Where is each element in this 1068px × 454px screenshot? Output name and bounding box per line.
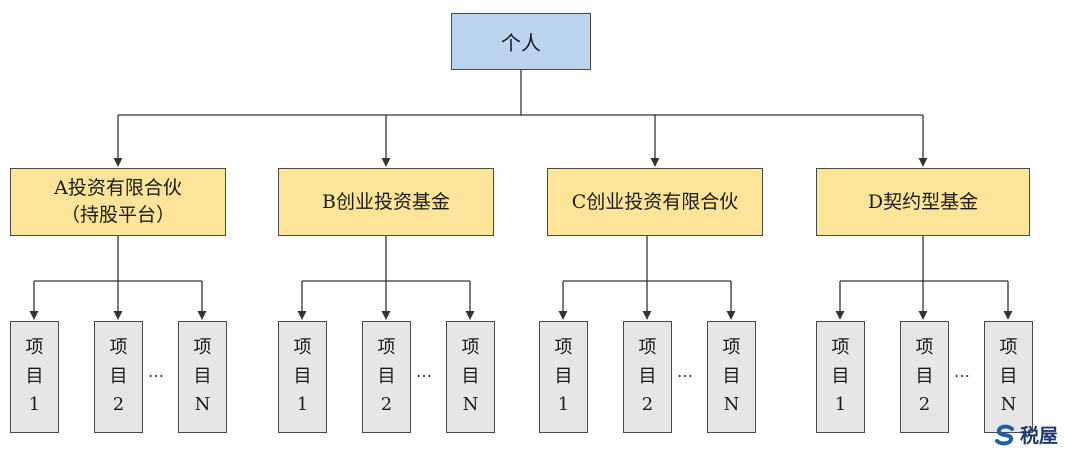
fund-a-note: （持股平台） [60, 204, 175, 226]
project-label-2: 目 [915, 365, 934, 387]
project-node: 项目 1 [816, 321, 865, 433]
project-label-1: 项 [193, 336, 212, 358]
fund-node-d: D契约型基金 [816, 168, 1030, 236]
project-label-1: 项 [722, 336, 741, 358]
project-label-1: 项 [25, 336, 44, 358]
project-id: 1 [557, 394, 570, 416]
project-label-1: 项 [831, 336, 850, 358]
project-label-1: 项 [638, 336, 657, 358]
project-id: 1 [834, 394, 847, 416]
project-label-2: 目 [999, 365, 1018, 387]
project-label-2: 目 [377, 365, 396, 387]
project-node: 项目 2 [94, 321, 143, 433]
project-label-1: 项 [461, 336, 480, 358]
project-label-1: 项 [109, 336, 128, 358]
root-label: 个人 [501, 31, 541, 55]
project-node: 项目 1 [539, 321, 588, 433]
project-id: N [462, 394, 479, 416]
project-label-1: 项 [377, 336, 396, 358]
project-label-2: 目 [554, 365, 573, 387]
ellipsis: … [148, 362, 165, 381]
project-id: 2 [918, 394, 931, 416]
ellipsis: … [677, 362, 694, 381]
s-logo-icon [994, 424, 1016, 446]
project-node: 项目 2 [623, 321, 672, 433]
project-label-2: 目 [831, 365, 850, 387]
project-label-2: 目 [109, 365, 128, 387]
project-id: N [1000, 394, 1017, 416]
project-id: 2 [380, 394, 393, 416]
fund-b-name: B创业投资基金 [322, 190, 450, 213]
project-label-2: 目 [193, 365, 212, 387]
project-label-2: 目 [293, 365, 312, 387]
fund-node-c: C创业投资有限合伙 [547, 168, 763, 236]
project-node: 项目 1 [10, 321, 59, 433]
project-id: N [723, 394, 740, 416]
project-label-1: 项 [999, 336, 1018, 358]
project-node: 项目 2 [900, 321, 949, 433]
fund-a-name: A投资有限合伙 [54, 177, 182, 200]
fund-node-a: A投资有限合伙 （持股平台） [10, 168, 226, 236]
fund-node-b: B创业投资基金 [278, 168, 494, 236]
ellipsis: … [416, 362, 433, 381]
project-label-1: 项 [554, 336, 573, 358]
watermark-text: 税屋 [1019, 425, 1058, 447]
project-id: 2 [112, 394, 125, 416]
watermark: 税屋 [994, 421, 1058, 448]
project-node: 项目 1 [278, 321, 327, 433]
project-id: N [194, 394, 211, 416]
project-label-2: 目 [638, 365, 657, 387]
ellipsis: … [954, 362, 971, 381]
project-id: 1 [28, 394, 41, 416]
project-id: 2 [641, 394, 654, 416]
project-label-2: 目 [461, 365, 480, 387]
project-label-1: 项 [915, 336, 934, 358]
project-label-2: 目 [722, 365, 741, 387]
project-label-2: 目 [25, 365, 44, 387]
fund-c-name: C创业投资有限合伙 [571, 190, 739, 213]
fund-d-name: D契约型基金 [867, 190, 979, 213]
root-node-individual: 个人 [451, 13, 591, 70]
project-label-1: 项 [293, 336, 312, 358]
project-id: 1 [296, 394, 309, 416]
project-node: 项目 2 [362, 321, 411, 433]
